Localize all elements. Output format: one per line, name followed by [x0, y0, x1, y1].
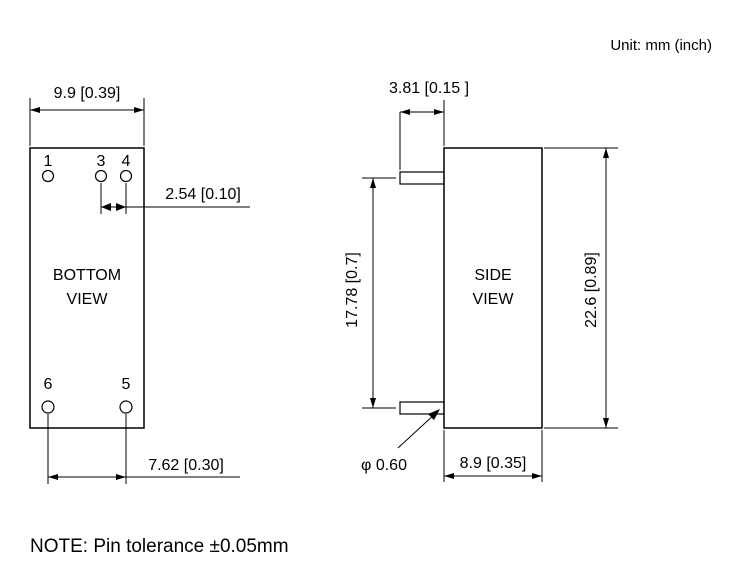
pin-3: [94, 169, 108, 183]
arrowhead: [444, 473, 454, 479]
bottom-view-label-line2: VIEW: [67, 291, 109, 308]
pin-pitch-label: 2.54 [0.10]: [165, 186, 241, 203]
pin-pitch-dimension: 2.54 [0.10]: [100, 183, 250, 214]
unit-label: Unit: mm (inch): [610, 37, 712, 54]
height-label: 22.6 [0.89]: [583, 252, 600, 328]
pin-1: [41, 169, 55, 183]
row-spacing-label: 7.62 [0.30]: [148, 457, 224, 474]
bottom-view-body: [29, 147, 145, 429]
side-view-label-line2: VIEW: [473, 291, 515, 308]
arrowhead: [428, 409, 440, 420]
pin-number-6: 6: [44, 376, 53, 393]
height-dimension: 22.6 [0.89]: [544, 147, 618, 429]
pin-5: [119, 400, 133, 414]
pin-diameter-callout: φ 0.60: [361, 409, 440, 474]
arrowhead: [30, 107, 40, 113]
pin-span-label: 17.78 [0.7]: [344, 252, 361, 328]
leader-line: [397, 412, 437, 449]
pin-number-5: 5: [122, 376, 131, 393]
bottom-width-dimension: 9.9 [0.39]: [29, 85, 145, 146]
side-pin-top: [399, 171, 445, 185]
arrowhead: [370, 178, 376, 188]
arrowhead: [48, 474, 58, 480]
arrowhead: [116, 203, 126, 211]
side-view-label-line1: SIDE: [474, 267, 511, 284]
arrowhead: [532, 473, 542, 479]
arrowhead: [116, 474, 126, 480]
arrowhead: [603, 418, 609, 428]
pin-length-dimension: 3.81 [0.15 ]: [389, 80, 469, 170]
pin-6: [41, 400, 55, 414]
pin-length-label: 3.81 [0.15 ]: [389, 80, 469, 97]
side-view: 3.81 [0.15 ] 17.78 [0.7] SIDE VIEW 22.6 …: [344, 80, 618, 482]
arrowhead: [370, 398, 376, 408]
pin-span-dimension: 17.78 [0.7]: [344, 177, 396, 409]
bottom-width-label: 9.9 [0.39]: [54, 85, 121, 102]
arrowhead: [434, 109, 444, 115]
arrowhead: [400, 109, 410, 115]
depth-dimension: 8.9 [0.35]: [443, 430, 543, 482]
bottom-view: 9.9 [0.39] 1 3 4 6 5 2.54 [0.10] BOTTOM …: [29, 85, 250, 484]
arrowhead: [101, 203, 111, 211]
pin-4: [119, 169, 133, 183]
bottom-view-label-line1: BOTTOM: [53, 267, 121, 284]
side-view-body: [443, 147, 543, 429]
arrowhead: [134, 107, 144, 113]
pin-number-3: 3: [97, 153, 106, 170]
tolerance-note: NOTE: Pin tolerance ±0.05mm: [30, 536, 289, 557]
pin-diameter-label: φ 0.60: [361, 457, 407, 474]
row-spacing-dimension: 7.62 [0.30]: [47, 414, 240, 484]
pin-number-4: 4: [122, 153, 131, 170]
pin-number-1: 1: [44, 153, 53, 170]
depth-label: 8.9 [0.35]: [460, 455, 527, 472]
arrowhead: [603, 148, 609, 158]
